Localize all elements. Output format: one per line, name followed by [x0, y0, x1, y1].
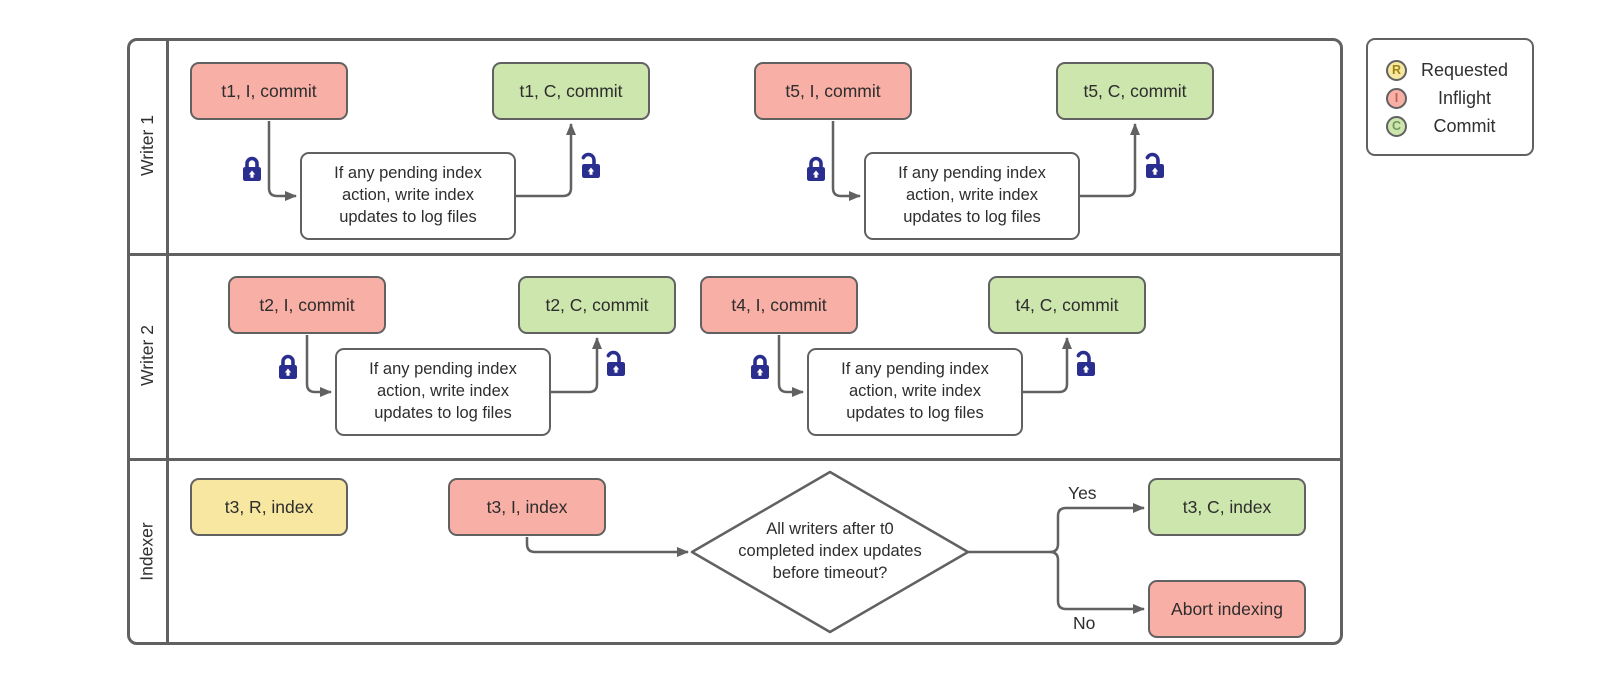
node-t3-inflight: t3, I, index: [448, 478, 606, 536]
node-t2-commit: t2, C, commit: [518, 276, 676, 334]
branch-label-yes: Yes: [1068, 483, 1097, 503]
requested-state-icon: R: [1386, 59, 1407, 81]
node-t3-requested: t3, R, index: [190, 478, 348, 536]
arrow-t4i-to-process: [777, 335, 804, 397]
process-box-writer1-b: If any pending index action, write index…: [864, 152, 1080, 240]
lane-label-text: Indexer: [136, 522, 157, 581]
node-t4-inflight: t4, I, commit: [700, 276, 858, 334]
node-t5-commit: t5, C, commit: [1056, 62, 1214, 120]
lane-label-text: Writer 2: [136, 325, 157, 386]
arrow-process-to-t5c: [1080, 123, 1140, 198]
pool-border: [127, 38, 1343, 645]
legend-label: Requested: [1420, 59, 1509, 80]
node-t2-inflight: t2, I, commit: [228, 276, 386, 334]
node-abort-indexing: Abort indexing: [1148, 580, 1306, 638]
open-lock-icon: [1072, 349, 1096, 379]
process-box-writer1-a: If any pending index action, write index…: [300, 152, 516, 240]
arrow-process-to-t1c: [516, 123, 576, 198]
open-lock-icon: [577, 151, 601, 181]
closed-lock-icon: [240, 154, 264, 184]
arrow-process-to-t2c: [551, 337, 602, 394]
legend-box: R Requested I Inflight C Commit: [1366, 38, 1534, 156]
closed-lock-icon: [276, 352, 300, 382]
node-t4-commit: t4, C, commit: [988, 276, 1146, 334]
lane-label-separator: [166, 38, 169, 645]
lane-label-writer1: Writer 1: [127, 38, 167, 253]
closed-lock-icon: [804, 154, 828, 184]
legend-row-commit: C Commit: [1368, 112, 1532, 140]
legend-row-inflight: I Inflight: [1368, 84, 1532, 112]
arrow-t2i-to-process: [305, 335, 332, 397]
lane-label-indexer: Indexer: [127, 458, 167, 645]
arrow-t1i-to-process: [267, 121, 297, 201]
node-t3-commit: t3, C, index: [1148, 478, 1306, 536]
node-t1-inflight: t1, I, commit: [190, 62, 348, 120]
arrow-process-to-t4c: [1023, 337, 1072, 394]
branch-label-no: No: [1073, 613, 1096, 633]
legend-label: Commit: [1433, 115, 1496, 136]
open-lock-icon: [1141, 151, 1165, 181]
arrow-t5i-to-process: [831, 121, 861, 201]
node-t5-inflight: t5, I, commit: [754, 62, 912, 120]
lane-label-text: Writer 1: [136, 115, 157, 176]
arrow-decision-no: [1049, 550, 1145, 614]
inflight-state-icon: I: [1386, 87, 1407, 109]
decision-diamond: [690, 470, 970, 634]
process-box-writer2-b: If any pending index action, write index…: [807, 348, 1023, 436]
commit-state-icon: C: [1386, 115, 1407, 137]
node-t1-commit: t1, C, commit: [492, 62, 650, 120]
process-box-writer2-a: If any pending index action, write index…: [335, 348, 551, 436]
lane-divider-1: [127, 253, 1343, 256]
closed-lock-icon: [748, 352, 772, 382]
open-lock-icon: [602, 349, 626, 379]
lane-divider-2: [127, 458, 1343, 461]
legend-row-requested: R Requested: [1368, 56, 1532, 84]
lane-label-writer2: Writer 2: [127, 253, 167, 458]
arrow-t3i-to-decision: [525, 537, 689, 557]
legend-label: Inflight: [1437, 87, 1492, 108]
decision-text: All writers after t0 completed index upd…: [738, 520, 922, 582]
